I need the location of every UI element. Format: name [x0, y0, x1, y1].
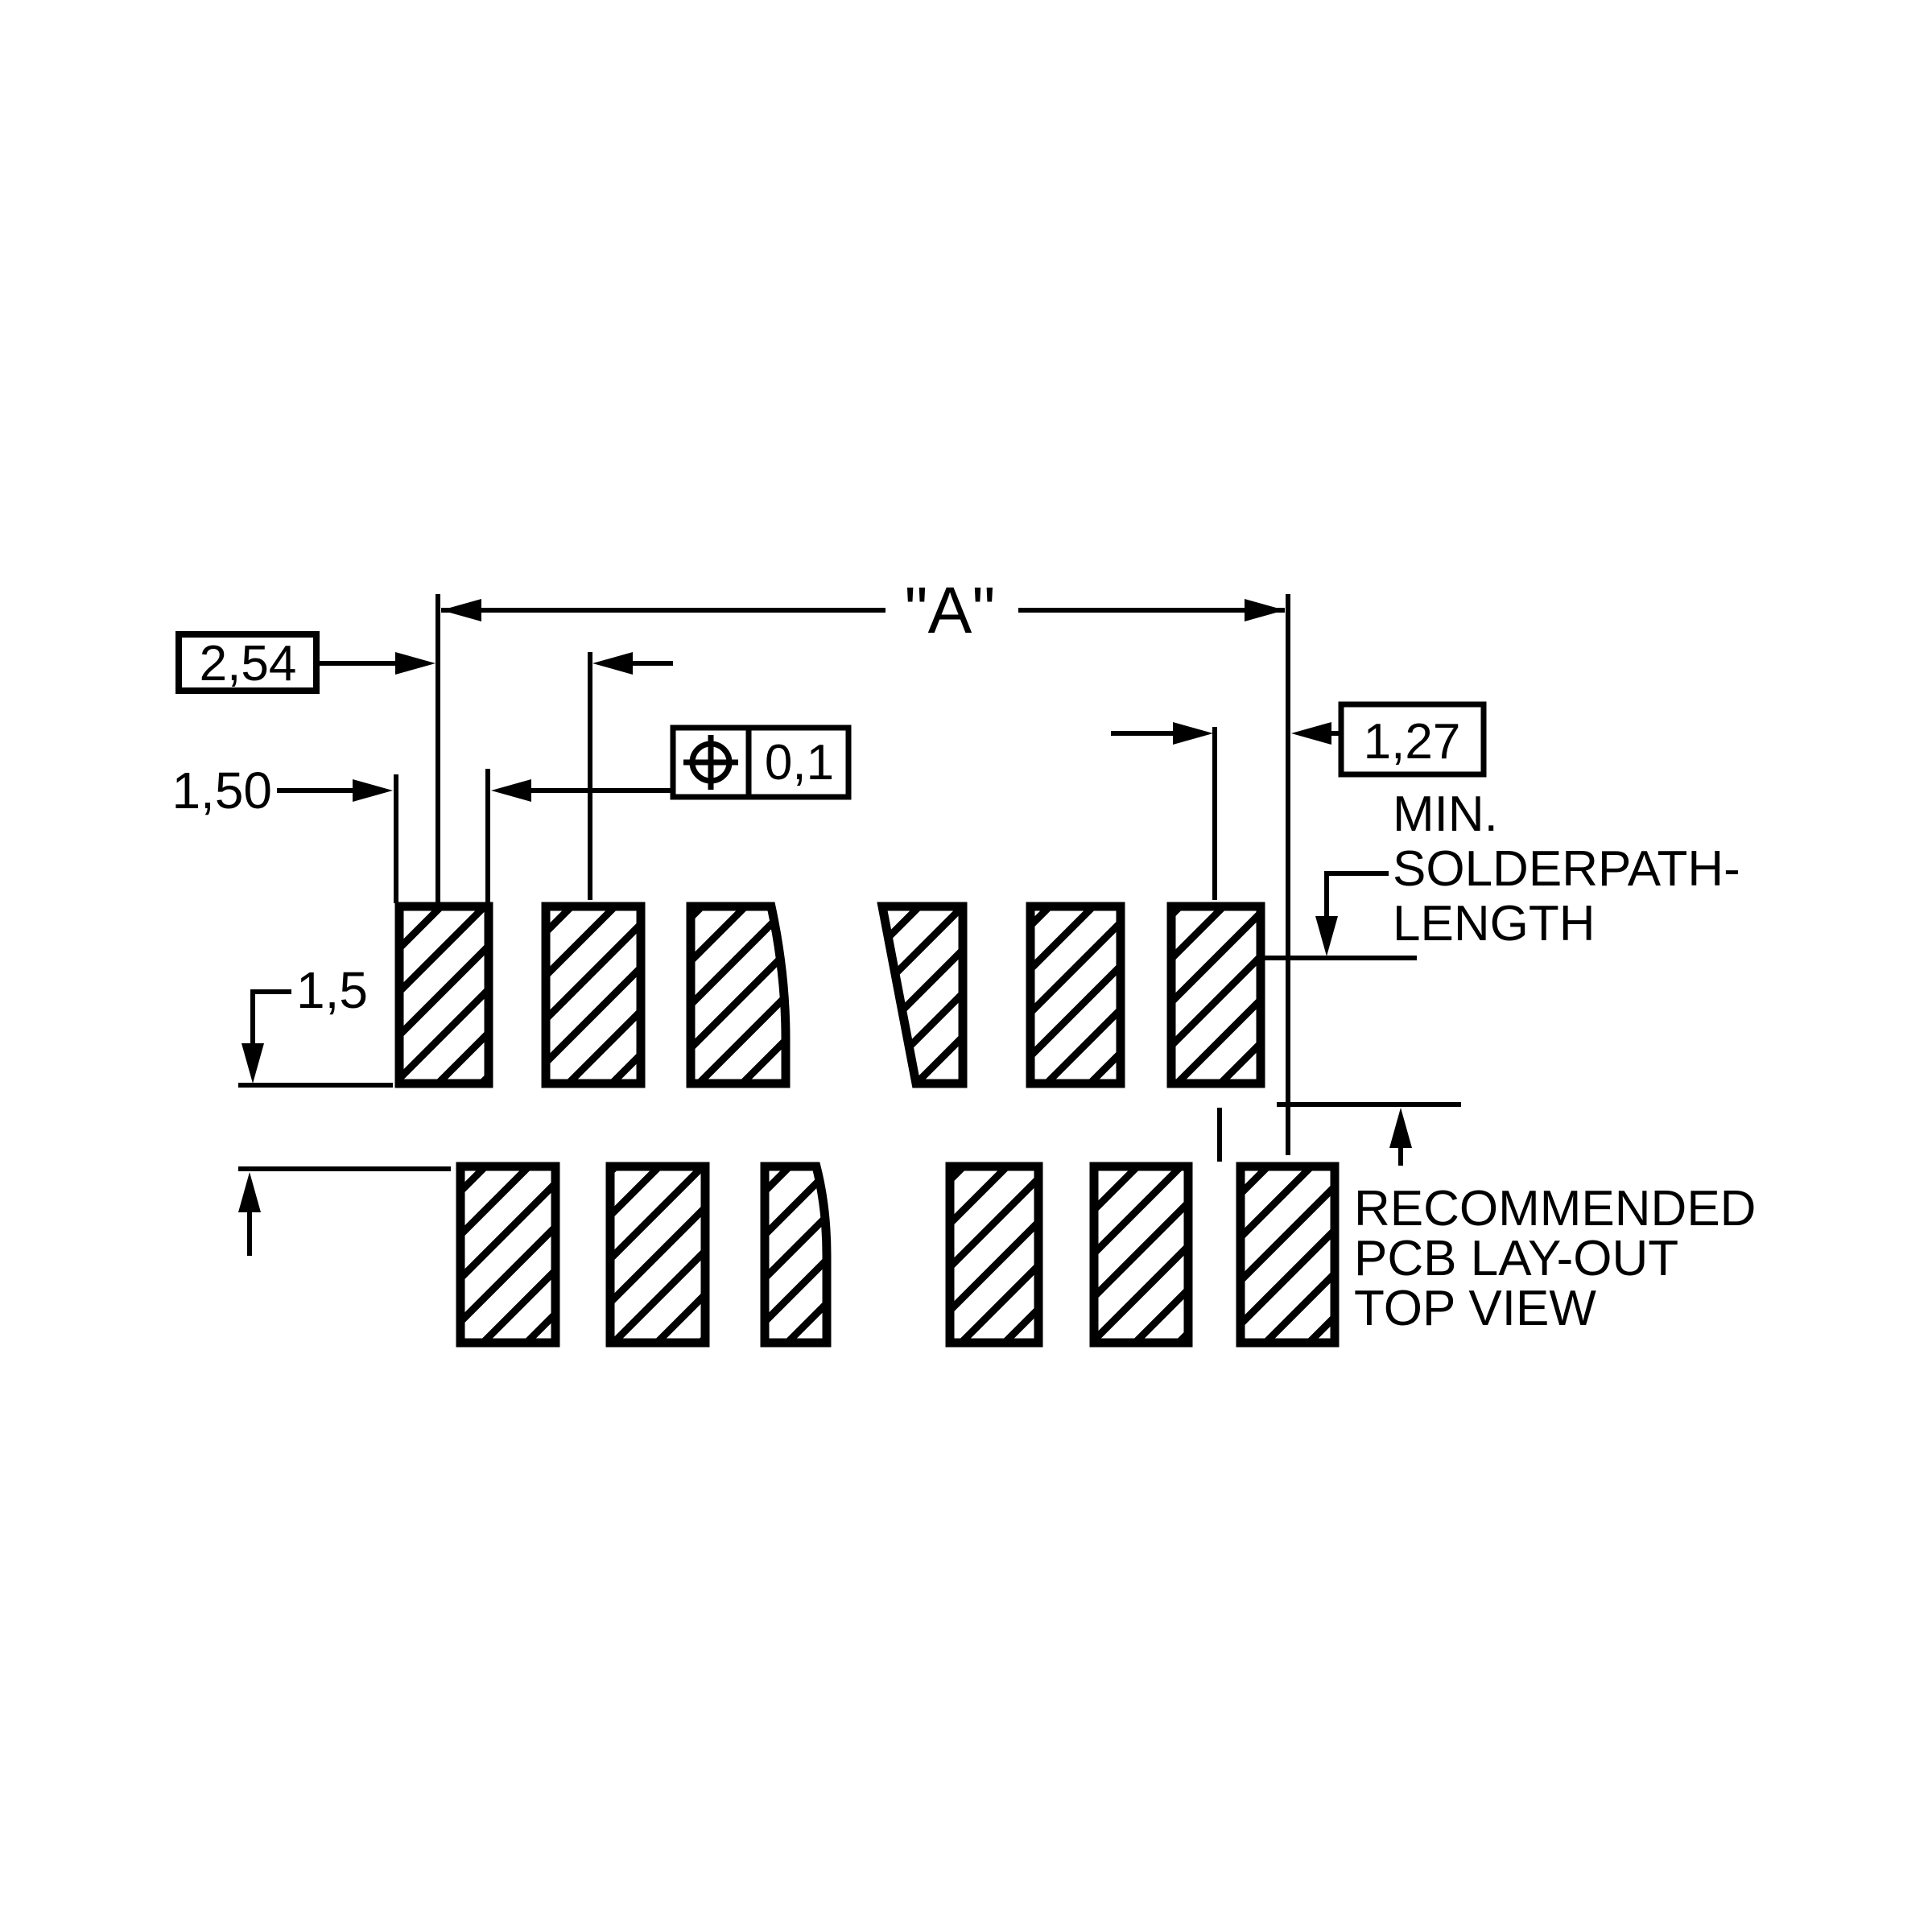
dimension-pitch-254: 2,54 — [175, 631, 673, 900]
pitch-arrow-left-icon — [592, 652, 633, 675]
dimension-offset-15: 1,5 — [238, 961, 393, 1088]
pad-bottom-6 — [1236, 1162, 1340, 1348]
a-arrow-left-icon — [441, 599, 481, 621]
pitch-label: 2,54 — [200, 636, 297, 691]
layout-note-line2: PCB LAY-OUT — [1354, 1231, 1678, 1286]
pad-bottom-2 — [605, 1162, 710, 1348]
pad-bottom-1 — [456, 1162, 560, 1348]
pad-bottom-5 — [1089, 1162, 1193, 1348]
bottom-row-reference-left — [238, 1166, 451, 1256]
half-pitch-value-box — [1338, 701, 1487, 778]
pad-top-4 — [877, 902, 968, 1088]
offset-arrow-down-icon — [242, 1043, 264, 1084]
half-pitch-arrow-left-icon — [1291, 722, 1331, 745]
solder-note-line2: SOLDERPATH- — [1393, 841, 1740, 897]
pad-row-top — [394, 902, 1265, 1088]
a-arrow-right-icon — [1245, 599, 1285, 621]
feature-control-frame: 0,1 — [670, 724, 852, 800]
fcf-box — [670, 724, 852, 800]
pad-top-1 — [394, 902, 493, 1088]
solder-note-line1: MIN. — [1393, 786, 1498, 842]
solderpath-leader-bracket — [1324, 871, 1389, 924]
pad-width-arrow-right-icon — [353, 779, 393, 802]
half-pitch-arrow-right-icon — [1173, 722, 1213, 745]
tolerance-label: 0,1 — [765, 735, 834, 791]
solderpath-note: MIN. SOLDERPATH- LENGTH — [1261, 786, 1740, 960]
layout-note-line3: TOP VIEW — [1354, 1281, 1596, 1336]
position-tolerance-icon — [683, 735, 738, 790]
bottom-left-arrow-up-icon — [238, 1172, 261, 1212]
dimension-overall-A: "A" — [436, 574, 1290, 1155]
layout-arrow-up-icon — [1389, 1108, 1412, 1148]
dimension-pad-width-150: 1,50 — [171, 762, 673, 903]
layout-note: RECOMMENDED PCB LAY-OUT TOP VIEW — [1277, 1102, 1756, 1336]
pitch-arrow-right-icon — [395, 652, 436, 675]
half-pitch-label: 1,27 — [1364, 714, 1461, 770]
solderpath-arrow-down-icon — [1315, 916, 1338, 956]
dimension-half-pitch-127: 1,27 — [1111, 701, 1487, 1162]
pad-top-5 — [1026, 902, 1125, 1088]
offset-label: 1,5 — [296, 961, 368, 1019]
pad-row-bottom — [456, 1162, 1340, 1348]
pad-top-6 — [1166, 902, 1265, 1088]
pad-bottom-4 — [945, 1162, 1043, 1348]
offset-leader-bracket — [250, 989, 291, 1048]
solder-note-line3: LENGTH — [1393, 896, 1595, 952]
pad-width-label: 1,50 — [171, 762, 272, 819]
overall-width-label: "A" — [905, 574, 996, 647]
pad-top-3 — [686, 902, 791, 1088]
pad-bottom-3 — [760, 1162, 832, 1348]
pad-top-2 — [541, 902, 646, 1088]
pad-width-arrow-left-icon — [491, 779, 531, 802]
layout-note-line1: RECOMMENDED — [1354, 1181, 1756, 1236]
